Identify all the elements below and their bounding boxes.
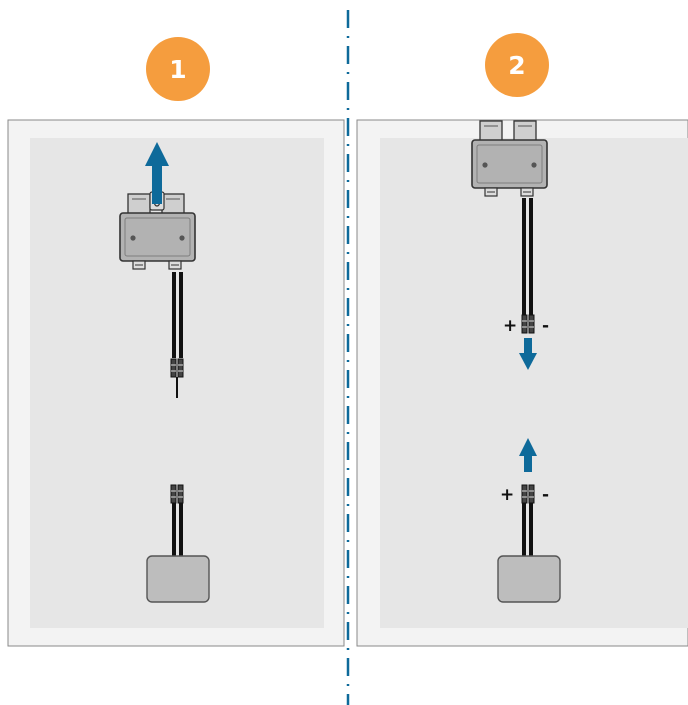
upward-arrow [145,142,169,204]
junction-box-cables [522,503,533,556]
step-badge-2: 2 [485,33,549,97]
svg-text:2: 2 [508,51,525,80]
polarity-minus-upper: - [542,316,549,336]
svg-text:1: 1 [169,55,186,84]
downward-arrow [519,338,537,370]
polarity-plus-upper: + [503,316,517,336]
junction-box-icon [497,555,561,603]
output-cables [172,272,183,358]
step-1: 1 [7,37,345,647]
upward-arrow [519,438,537,472]
junction-box-cables [172,503,183,556]
polarity-minus-lower: - [542,485,549,505]
step-badge-1: 1 [146,37,210,101]
step-2: 2 + - + - [356,33,688,647]
output-cables [522,198,533,318]
polarity-plus-lower: + [500,485,514,505]
junction-box-icon [146,555,210,603]
